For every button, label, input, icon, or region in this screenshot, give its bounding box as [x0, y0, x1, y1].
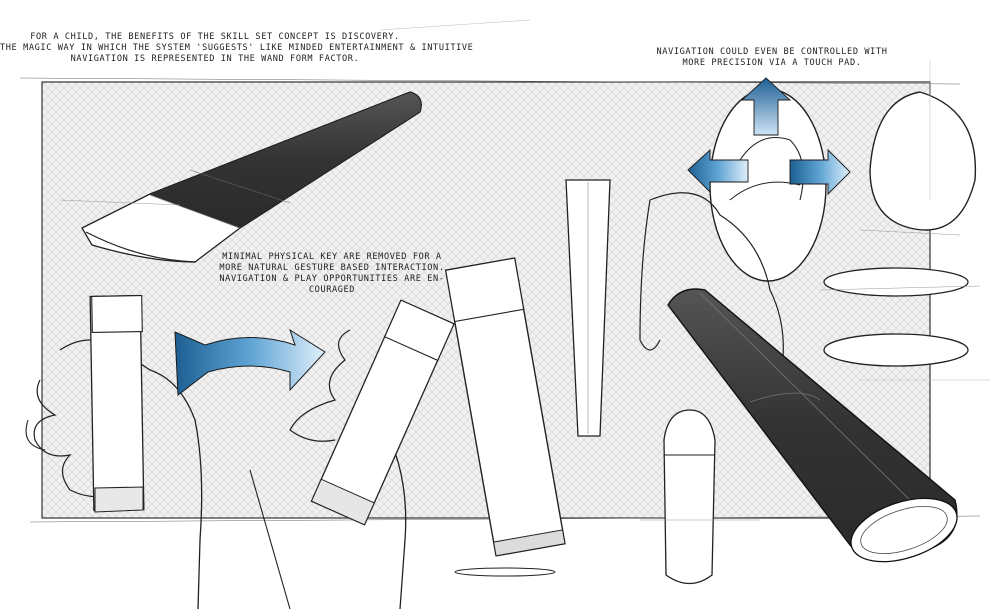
left-arrow-icon — [687, 148, 749, 194]
annotation-line: For a child, the benefits of the skill s… — [30, 32, 400, 42]
annotation-line: Minimal Physical key are removed for a — [222, 252, 442, 262]
annotation-top-right: Navigation could even be controlled with… — [622, 47, 922, 69]
wand-sketch-tall — [444, 257, 566, 557]
oval-disk-sketch — [819, 267, 981, 367]
annotation-line: more precision via a touch pad. — [682, 58, 862, 68]
hand-holding-wand-left — [25, 294, 203, 609]
annotation-top-left: For a child, the benefits of the skill s… — [0, 32, 474, 65]
wand-sketch-top — [59, 91, 422, 263]
annotation-line: more natural gesture based interaction. — [219, 263, 445, 273]
hand-holding-wand-middle — [249, 299, 455, 609]
annotation-line: Navigation could even be controlled with — [656, 47, 888, 57]
annotation-line: navigation is represented in the wand fo… — [70, 54, 360, 64]
shadow-ellipse — [454, 567, 556, 577]
right-arrow-icon — [789, 148, 851, 196]
curved-arrow-icon — [174, 328, 326, 396]
wand-sketch-dark — [667, 288, 958, 563]
wand-sketch-narrow — [565, 179, 611, 437]
egg-outline-sketch — [859, 91, 977, 236]
annotation-middle: Minimal Physical key are removed for a m… — [212, 252, 452, 296]
construction-lines — [379, 19, 990, 381]
annotation-line: Navigation & play opportunities are en- — [219, 274, 445, 284]
up-arrow-icon — [740, 77, 792, 136]
capsule-sketch — [640, 409, 760, 585]
annotation-line: couraged — [308, 285, 356, 295]
annotation-line: The magic way in which the system 'sugge… — [0, 43, 474, 53]
